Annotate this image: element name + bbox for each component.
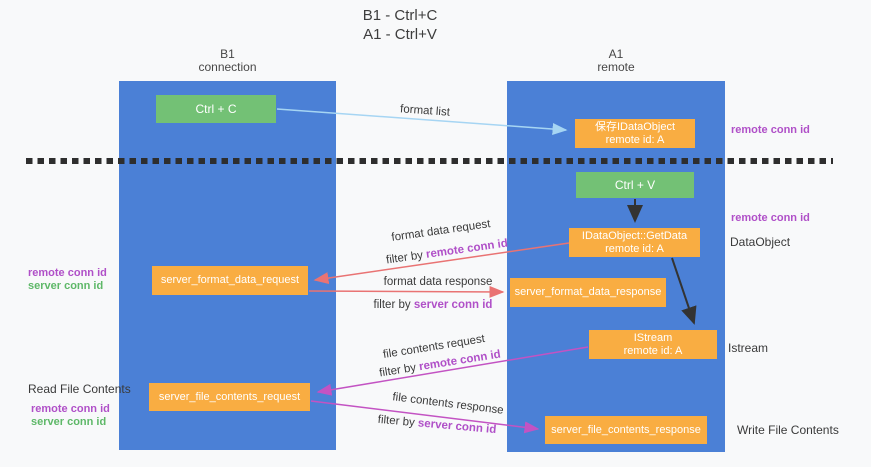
left-remote-conn-id-annotation-2: remote conn id xyxy=(31,403,110,415)
filter-by-text: filter by xyxy=(385,248,427,267)
format-data-request-flow-label: format data request xyxy=(390,218,492,244)
read-file-contents-annotation: Read File Contents xyxy=(28,382,131,396)
server-format-data-response-label: server_format_data_response xyxy=(514,286,662,298)
getdata-line2: remote id: A xyxy=(605,242,664,255)
server-file-contents-request-label: server_file_contents_request xyxy=(158,390,301,403)
remote-conn-id-annotation-top: remote conn id xyxy=(731,124,810,136)
save-idataobject-line1: 保存IDataObject xyxy=(594,120,676,133)
column-header-a1: A1 remote xyxy=(507,48,725,74)
title-line-1: B1 - Ctrl+C xyxy=(362,7,438,24)
filter-by-text: filter by xyxy=(373,299,414,311)
diagram-title: B1 - Ctrl+C A1 - Ctrl+V xyxy=(320,6,480,44)
a1-role: remote xyxy=(597,60,635,74)
save-idataobject-node: 保存IDataObject remote id: A xyxy=(575,119,695,148)
b1-name: B1 xyxy=(220,47,235,61)
left-remote-conn-id-annotation: remote conn id xyxy=(28,267,107,279)
filter-by-text: filter by xyxy=(377,413,419,430)
ctrl-v-label: Ctrl + V xyxy=(614,177,656,192)
format-data-response-flow-label: format data response xyxy=(383,276,493,288)
left-server-conn-id-annotation-2: server conn id xyxy=(31,416,107,428)
ctrl-c-node: Ctrl + C xyxy=(156,95,276,123)
istream-line2: remote id: A xyxy=(623,344,683,357)
server-format-data-request-label: server_format_data_request xyxy=(160,274,300,286)
getdata-line1: IDataObject::GetData xyxy=(581,229,688,242)
left-server-conn-id-annotation: server conn id xyxy=(28,280,104,292)
server-conn-id-key: server conn id xyxy=(413,299,493,311)
dataobject-annotation: DataObject xyxy=(730,235,791,249)
save-idataobject-line2: remote id: A xyxy=(605,133,665,146)
column-header-b1: B1 connection xyxy=(119,48,336,74)
filter-by-text: filter by xyxy=(378,361,421,380)
file-contents-response-filter-label: filter by server conn id xyxy=(377,414,496,436)
istream-node: IStream remote id: A xyxy=(589,330,717,359)
a1-name: A1 xyxy=(608,47,624,61)
remote-conn-id-annotation-mid: remote conn id xyxy=(731,212,810,224)
format-data-response-arrow xyxy=(308,285,505,298)
ctrl-c-label: Ctrl + C xyxy=(195,101,237,116)
title-line-2: A1 - Ctrl+V xyxy=(363,26,437,43)
remote-conn-id-key: remote conn id xyxy=(425,237,509,261)
format-list-flow-label: format list xyxy=(399,103,451,119)
server-conn-id-key: server conn id xyxy=(417,417,497,437)
istream-annotation: Istream xyxy=(728,341,769,355)
format-data-response-filter-label: filter by server conn id xyxy=(374,299,493,311)
ctrl-v-node: Ctrl + V xyxy=(576,172,694,198)
idataobject-getdata-node: IDataObject::GetData remote id: A xyxy=(569,228,700,257)
istream-line1: IStream xyxy=(633,331,673,344)
server-file-contents-request-node: server_file_contents_request xyxy=(149,383,310,411)
server-file-contents-response-node: server_file_contents_response xyxy=(545,416,707,444)
server-format-data-request-node: server_format_data_request xyxy=(152,266,308,295)
file-contents-response-flow-label: file contents response xyxy=(391,391,505,417)
server-format-data-response-node: server_format_data_response xyxy=(510,278,666,307)
b1-role: connection xyxy=(198,60,257,74)
server-file-contents-response-label: server_file_contents_response xyxy=(551,423,701,436)
write-file-contents-annotation: Write File Contents xyxy=(737,423,839,437)
